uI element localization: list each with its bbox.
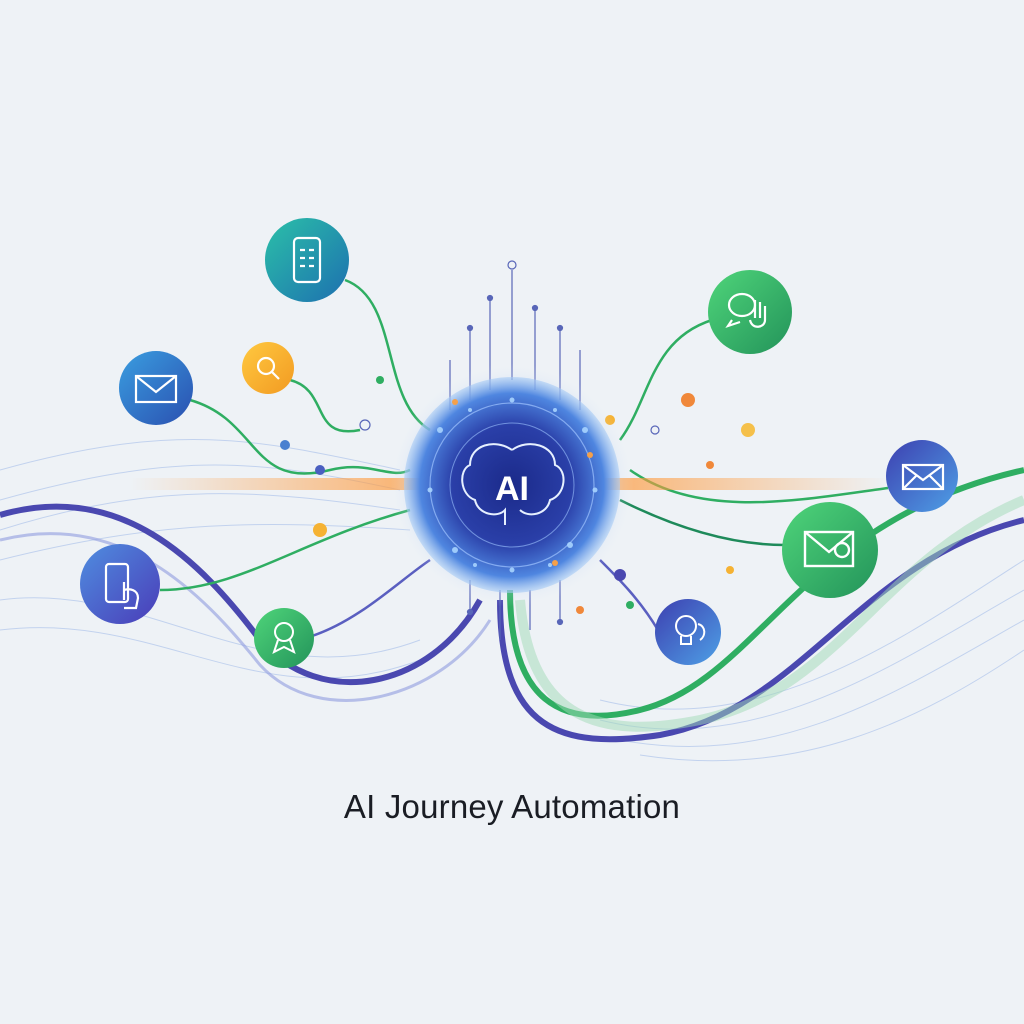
node-search[interactable] xyxy=(242,342,294,394)
flow-waves xyxy=(0,439,1024,762)
connectors xyxy=(159,278,889,638)
lightbulb-head-icon xyxy=(675,615,706,645)
node-email-right[interactable] xyxy=(886,440,958,512)
envelope-icon xyxy=(901,463,945,491)
node-award[interactable] xyxy=(254,608,314,668)
node-email-left[interactable] xyxy=(119,351,193,425)
ai-hub: AI xyxy=(390,363,634,607)
node-idea[interactable] xyxy=(655,599,721,665)
node-email-badge[interactable] xyxy=(782,502,878,598)
page-title: AI Journey Automation xyxy=(343,788,681,825)
award-badge-icon xyxy=(272,622,296,654)
node-touch-phone[interactable] xyxy=(80,544,160,624)
envelope-badge-icon xyxy=(803,530,855,568)
accent-dots xyxy=(280,376,755,614)
node-mobile-app[interactable] xyxy=(265,218,349,302)
circuit-traces xyxy=(359,260,660,640)
brain-icon xyxy=(461,443,565,525)
touch-phone-icon xyxy=(104,562,140,610)
chat-hand-icon xyxy=(725,292,767,329)
node-chat[interactable] xyxy=(708,270,792,354)
hub-label: AI xyxy=(495,470,529,508)
mobile-app-icon xyxy=(292,236,322,284)
search-icon xyxy=(256,356,280,380)
envelope-icon xyxy=(134,374,178,404)
